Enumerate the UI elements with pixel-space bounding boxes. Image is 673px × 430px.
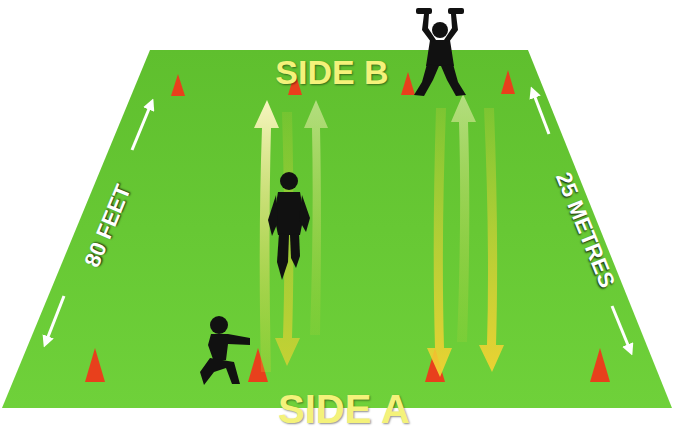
runner-head xyxy=(280,172,298,190)
lifter-arm xyxy=(444,14,458,42)
grass-field xyxy=(2,50,672,408)
dimension-arrows xyxy=(46,92,630,350)
dimension-arrow xyxy=(132,104,151,150)
lifter-leg xyxy=(441,64,466,96)
runner-arm xyxy=(268,195,278,236)
side-label: SIDE A xyxy=(278,389,410,429)
runner-torso xyxy=(274,192,304,235)
crouching-silhouette xyxy=(200,316,250,385)
side-label: SIDE B xyxy=(275,55,388,89)
cone xyxy=(401,72,415,95)
run-arrow-down xyxy=(275,112,300,366)
runner-silhouette xyxy=(268,172,310,280)
dumbbell xyxy=(416,8,432,14)
dimension-label: 80 FEET xyxy=(81,182,135,271)
cone xyxy=(501,70,515,94)
lifter-head xyxy=(432,22,448,38)
lifter-torso xyxy=(426,40,454,66)
dimension-arrow xyxy=(533,92,549,134)
runner-leg xyxy=(277,233,289,280)
runner-arm xyxy=(299,195,310,232)
dimension-arrow xyxy=(46,296,64,342)
lifter-arm xyxy=(422,14,436,42)
cone xyxy=(171,74,185,96)
run-arrow-down xyxy=(427,108,452,377)
run-arrow-up xyxy=(451,94,476,342)
crouch-legs xyxy=(200,358,240,385)
cone-row-bottom xyxy=(85,348,610,382)
crouch-body xyxy=(208,334,250,362)
cone xyxy=(85,348,105,382)
cone xyxy=(590,348,610,382)
crouch-head xyxy=(210,316,228,334)
lifter-silhouette xyxy=(414,8,466,96)
lifter-leg xyxy=(414,64,439,96)
dimension-label: 25 METRES xyxy=(552,169,618,291)
dimension-arrow xyxy=(612,306,630,350)
runner-leg xyxy=(290,233,300,268)
dumbbell xyxy=(448,8,464,14)
run-arrow-up xyxy=(254,100,279,372)
run-arrow-down xyxy=(479,108,504,372)
